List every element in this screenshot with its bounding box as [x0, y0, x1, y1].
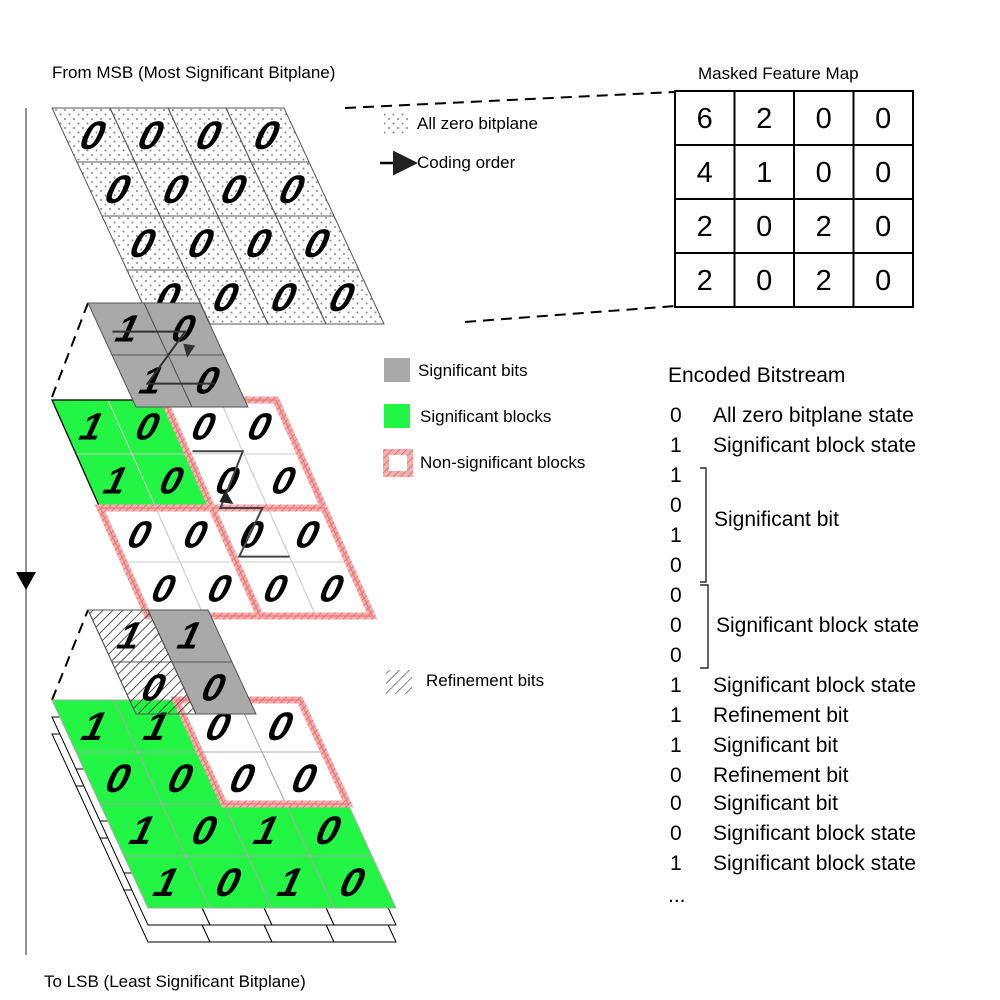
bitstream-title: Encoded Bitstream	[668, 364, 846, 387]
bitstream-label: Significant block state	[713, 434, 917, 457]
significant-bits-swatch-icon	[384, 358, 410, 382]
coding-order-arrow-icon	[219, 490, 234, 504]
bitstream-label: Significant block state	[713, 674, 917, 697]
feature-map-cell	[852, 198, 914, 254]
feature-map-cell	[852, 252, 914, 308]
feature-map-value: 2	[816, 211, 832, 243]
legend-non-significant-blocks: Non-significant blocks	[420, 453, 586, 472]
feature-map-value: 2	[697, 211, 713, 243]
bitstream-bit: 1	[670, 704, 682, 727]
bitstream-bit: 1	[670, 852, 682, 875]
feature-map-value: 0	[875, 157, 891, 189]
feature-map-cell	[733, 252, 795, 308]
bitstream-label: Refinement bit	[713, 764, 849, 787]
static-lines	[16, 91, 709, 955]
feature-map-value: 4	[697, 157, 713, 189]
bitstream-label: Significant block state	[713, 822, 917, 845]
bitstream-bit: 0	[670, 644, 682, 667]
bitstream-bit: 1	[670, 524, 682, 547]
feature-map-value: 2	[756, 103, 772, 135]
legend-all-zero: All zero bitplane	[417, 114, 538, 133]
feature-map-value: 0	[756, 211, 772, 243]
feature-map-value: 2	[697, 265, 713, 297]
feature-map-title: Masked Feature Map	[698, 64, 859, 83]
plane-top	[51, 107, 385, 325]
feature-map-value: 1	[756, 157, 772, 189]
feature-map-value: 0	[756, 265, 772, 297]
feature-map-cell	[793, 90, 855, 146]
bitstream-bit: 1	[670, 674, 682, 697]
feature-map-cell	[733, 144, 795, 200]
refinement-bits-swatch-icon	[386, 670, 412, 694]
plane-mid-expanded	[87, 302, 249, 408]
bitstream-label: Significant bit	[713, 734, 838, 757]
bitstream-label: Significant bit	[713, 792, 838, 815]
non-significant-swatch-icon	[383, 449, 413, 477]
bitstream-bit: 0	[670, 404, 682, 427]
bitstream-bit: 0	[670, 614, 682, 637]
bitstream-group-significant-bit: Significant bit	[714, 508, 839, 531]
bitstream-label: Refinement bit	[713, 704, 849, 727]
coding-order-path	[192, 450, 290, 558]
legend-significant-blocks: Significant blocks	[420, 407, 552, 426]
bitstream-bit: 1	[670, 464, 682, 487]
bitstream-bit: 0	[670, 822, 682, 845]
legend-significant-bits: Significant bits	[418, 361, 528, 380]
msb-label: From MSB (Most Significant Bitplane)	[52, 63, 336, 82]
plane-low-cell	[309, 855, 397, 909]
feature-map-value: 0	[875, 211, 891, 243]
feature-map-grid: 6 2 0 0 4 1 0 0 2 0 2 0 2 0 2 0	[674, 90, 914, 308]
feature-map-value: 2	[816, 265, 832, 297]
down-arrow-icon	[16, 572, 36, 590]
significant-blocks-swatch-icon	[384, 404, 410, 428]
bitstream-bit: 0	[670, 584, 682, 607]
all-zero-swatch-icon	[384, 112, 408, 134]
bitstream-label: Significant block state	[713, 852, 917, 875]
legend-swatches	[380, 112, 418, 694]
feature-map-value: 6	[697, 103, 713, 135]
feature-map-cell	[674, 90, 736, 146]
bitstream-bit: 1	[670, 734, 682, 757]
feature-map-value: 0	[875, 103, 891, 135]
lsb-label: To LSB (Least Significant Bitplane)	[44, 972, 306, 991]
legend-refinement-bits: Refinement bits	[426, 671, 545, 690]
bitstream-ellipsis: ...	[668, 884, 686, 907]
coding-order-path-expanded	[112, 330, 215, 385]
feature-map-cell	[793, 252, 855, 308]
bitstream-bit: 0	[670, 792, 682, 815]
bitstream-bit: 0	[670, 554, 682, 577]
bitstream-group-significant-block: Significant block state	[716, 614, 920, 637]
feature-map-cell	[793, 198, 855, 254]
plane-top-cell	[300, 269, 385, 325]
plane-mid-expanded-cell	[167, 354, 249, 408]
bitstream-label: All zero bitplane state	[713, 404, 914, 427]
feature-map-value: 0	[816, 157, 832, 189]
bitstream-bit: 0	[670, 494, 682, 517]
coding-order-arrow-icon	[183, 343, 196, 358]
feature-map-value: 0	[875, 265, 891, 297]
bitstream-bit: 1	[670, 434, 682, 457]
bitstream-bit: 0	[670, 764, 682, 787]
legend-coding-order: Coding order	[417, 153, 516, 172]
feature-map-cell	[674, 252, 736, 308]
feature-map-cell	[852, 90, 914, 146]
feature-map-value: 0	[816, 103, 832, 135]
